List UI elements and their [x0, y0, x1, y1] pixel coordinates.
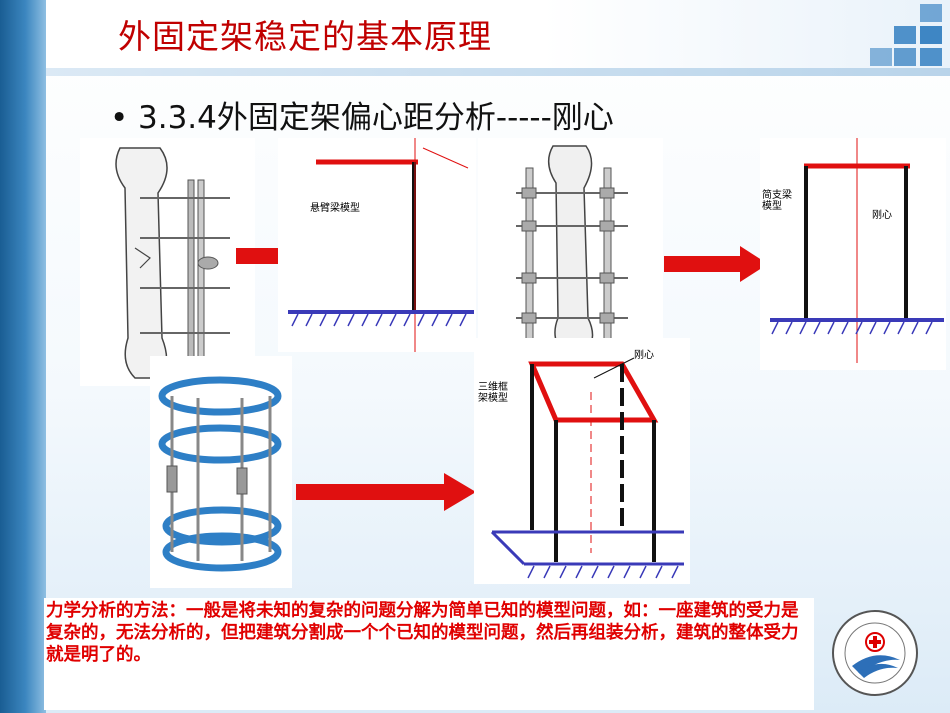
panel-3d-frame: 三维框 架模型 刚心: [474, 338, 690, 584]
frame-3d-drawing: [490, 357, 684, 579]
simple-support-drawing: [770, 138, 944, 363]
panel-tibia-bilateral: [478, 138, 663, 358]
label-simple-support-line2: 模型: [762, 201, 782, 212]
panel-simple-support: 简支梁 模型 刚心: [760, 138, 946, 370]
bullet-dot: •: [110, 100, 129, 136]
analysis-note: 力学分析的方法：一般是将未知的复杂的问题分解为简单已知的模型问题，如：一座建筑的…: [44, 598, 814, 710]
label-frame-line1: 三维框: [478, 382, 508, 393]
label-frame-line2: 架模型: [478, 393, 508, 404]
left-decor-bar: [0, 0, 46, 713]
label-cantilever: 悬臂梁模型: [310, 203, 360, 214]
arrow-2: [664, 246, 768, 282]
label-frame: 三维框 架模型: [478, 382, 508, 404]
label-simple-support-line1: 简支梁: [762, 190, 792, 201]
panel-tibia-unilateral: [80, 138, 255, 386]
panel-cantilever: 悬臂梁模型: [278, 138, 476, 352]
slide-title: 外固定架稳定的基本原理: [118, 17, 492, 56]
cantilever-drawing: [288, 138, 474, 352]
bullet-line: •3.3.4外固定架偏心距分析-----刚心: [110, 92, 614, 137]
ring-fixator-drawing: [158, 376, 282, 572]
bullet-text: 3.3.4外固定架偏心距分析-----刚心: [138, 100, 614, 136]
arrow-3: [296, 473, 476, 511]
panel-ring-fixator: [150, 356, 292, 588]
title-band-underline: [46, 68, 950, 76]
tibia-bilateral-drawing: [516, 145, 628, 354]
hospital-seal-icon: [832, 610, 918, 696]
analysis-note-text: 力学分析的方法：一般是将未知的复杂的问题分解为简单已知的模型问题，如：一座建筑的…: [46, 601, 799, 665]
corner-squares-decor: [870, 0, 950, 80]
label-rigid-center-1: 刚心: [872, 210, 892, 221]
label-simple-support: 简支梁 模型: [762, 190, 792, 212]
title-band: [46, 0, 950, 68]
tibia-unilateral-drawing: [115, 147, 230, 379]
hospital-logo: [830, 608, 920, 698]
label-rigid-center-2: 刚心: [634, 350, 654, 361]
